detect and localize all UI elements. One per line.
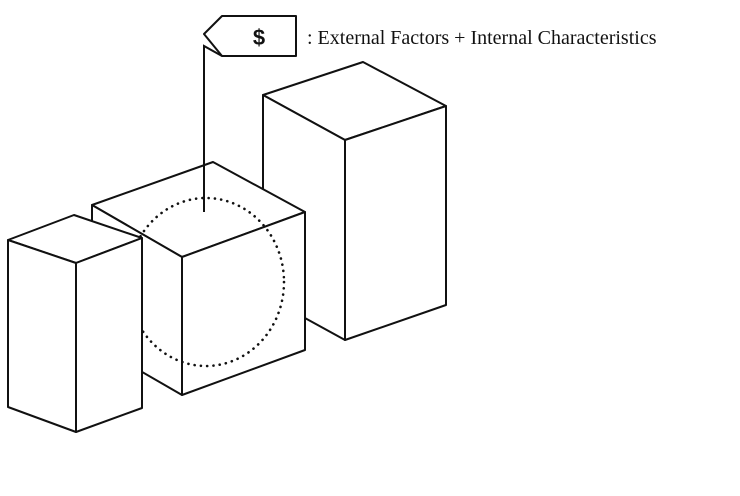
small-block-left-face <box>7 239 77 433</box>
tag-leader-line <box>203 44 223 212</box>
dollar-sign-label: $ <box>253 25 265 50</box>
dotted-circle <box>126 196 286 368</box>
front-small-block <box>7 214 143 433</box>
small-block-right-face <box>75 237 143 433</box>
diagram-caption: : External Factors + Internal Characteri… <box>307 27 657 49</box>
price-tag-shape <box>203 15 297 57</box>
tall-block-right-face <box>344 105 447 341</box>
price-tag: $ <box>203 15 297 57</box>
